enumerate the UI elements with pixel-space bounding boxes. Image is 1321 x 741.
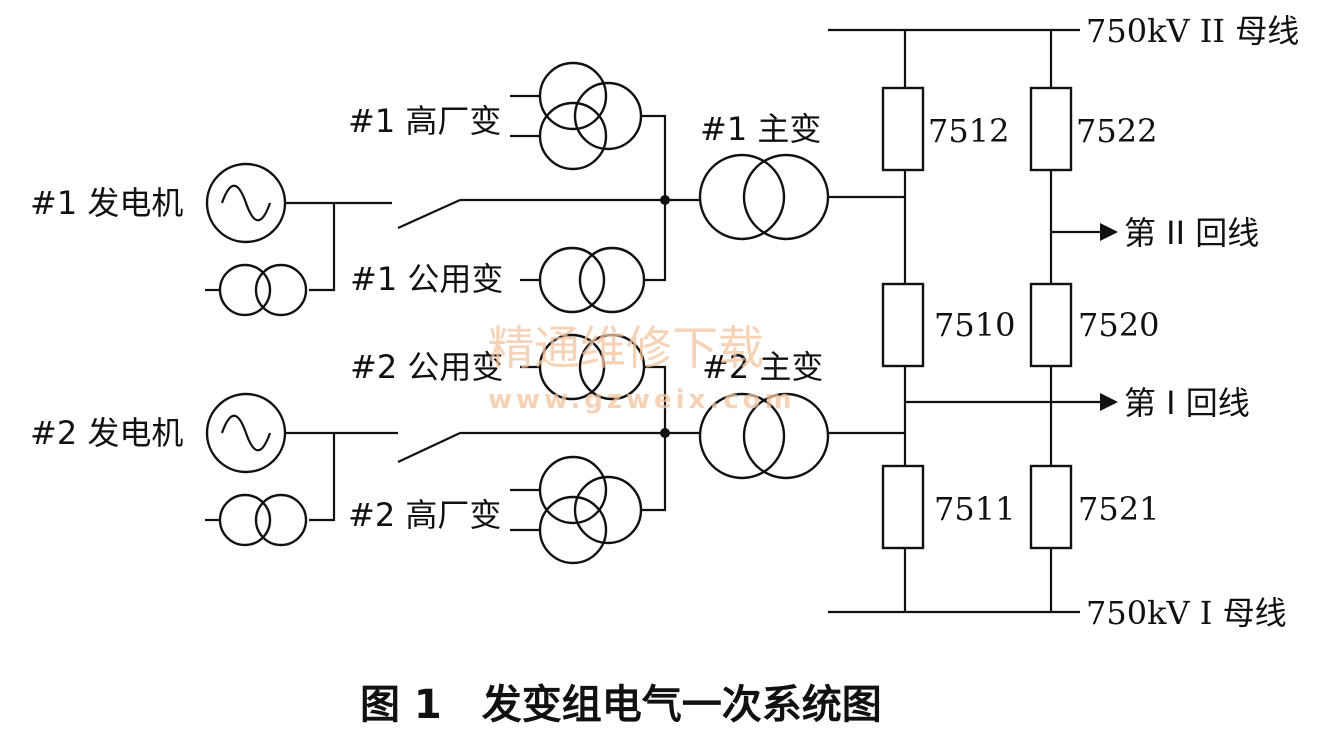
sine-wave-icon (220, 414, 272, 452)
breaker-7522 (1029, 86, 1073, 172)
excitation-transformer-1 (205, 263, 308, 317)
public-transformer-gy2 (520, 333, 667, 433)
line-ii-feeder (1051, 223, 1118, 241)
breaker-string-right (1029, 30, 1073, 612)
line-i-label: 第 I 回线 (1124, 384, 1250, 422)
station-transformer-hf1 (510, 61, 667, 200)
bus-750kv-ii-label: 750kV II 母线 (1086, 12, 1299, 50)
mt2-label: #2 主变 (702, 348, 823, 386)
breaker-7521-label: 7521 (1078, 490, 1159, 528)
breaker-7512 (881, 86, 925, 172)
bus-750kv-i-label: 750kV I 母线 (1086, 594, 1287, 632)
excitation-transformer-2 (205, 493, 308, 547)
line-ii-label: 第 II 回线 (1124, 214, 1259, 252)
generator-1-label: #1 发电机 (30, 184, 183, 222)
breaker-7510-label: 7510 (934, 306, 1015, 344)
breaker-7511-label: 7511 (934, 490, 1015, 528)
sine-wave-icon (220, 184, 272, 222)
arrow-right-icon (1100, 223, 1118, 241)
arrow-right-icon (1100, 393, 1118, 411)
breaker-7511 (881, 464, 925, 550)
line-i-feeder (905, 393, 1118, 411)
breaker-7521 (1029, 464, 1073, 550)
public-transformer-gy1 (520, 200, 667, 314)
watermark-text: 精通维修下载 (488, 321, 764, 375)
generator-1 (205, 162, 287, 244)
station-transformer-hf2 (510, 433, 667, 565)
hf2-label: #2 高厂变 (348, 496, 501, 534)
generator-2-label: #2 发电机 (30, 414, 183, 452)
breaker-7520-label: 7520 (1078, 306, 1159, 344)
watermark-url: www.gzweix.com (488, 385, 796, 415)
switch-2 (397, 432, 461, 463)
mt1-label: #1 主变 (700, 110, 821, 148)
main-transformer-2 (698, 392, 830, 480)
breaker-string-left (881, 30, 925, 612)
gy2-label: #2 公用变 (350, 348, 503, 386)
gy1-label: #1 公用变 (350, 260, 503, 298)
breaker-7512-label: 7512 (928, 112, 1009, 150)
breaker-7522-label: 7522 (1076, 112, 1157, 150)
generator-2 (205, 392, 287, 474)
figure-caption: 图 1 发变组电气一次系统图 (360, 682, 882, 728)
switch-1 (397, 198, 461, 230)
main-transformer-1 (698, 153, 830, 241)
hf1-label: #1 高厂变 (348, 102, 501, 140)
breaker-7520 (1029, 282, 1073, 368)
breaker-7510 (881, 282, 925, 368)
